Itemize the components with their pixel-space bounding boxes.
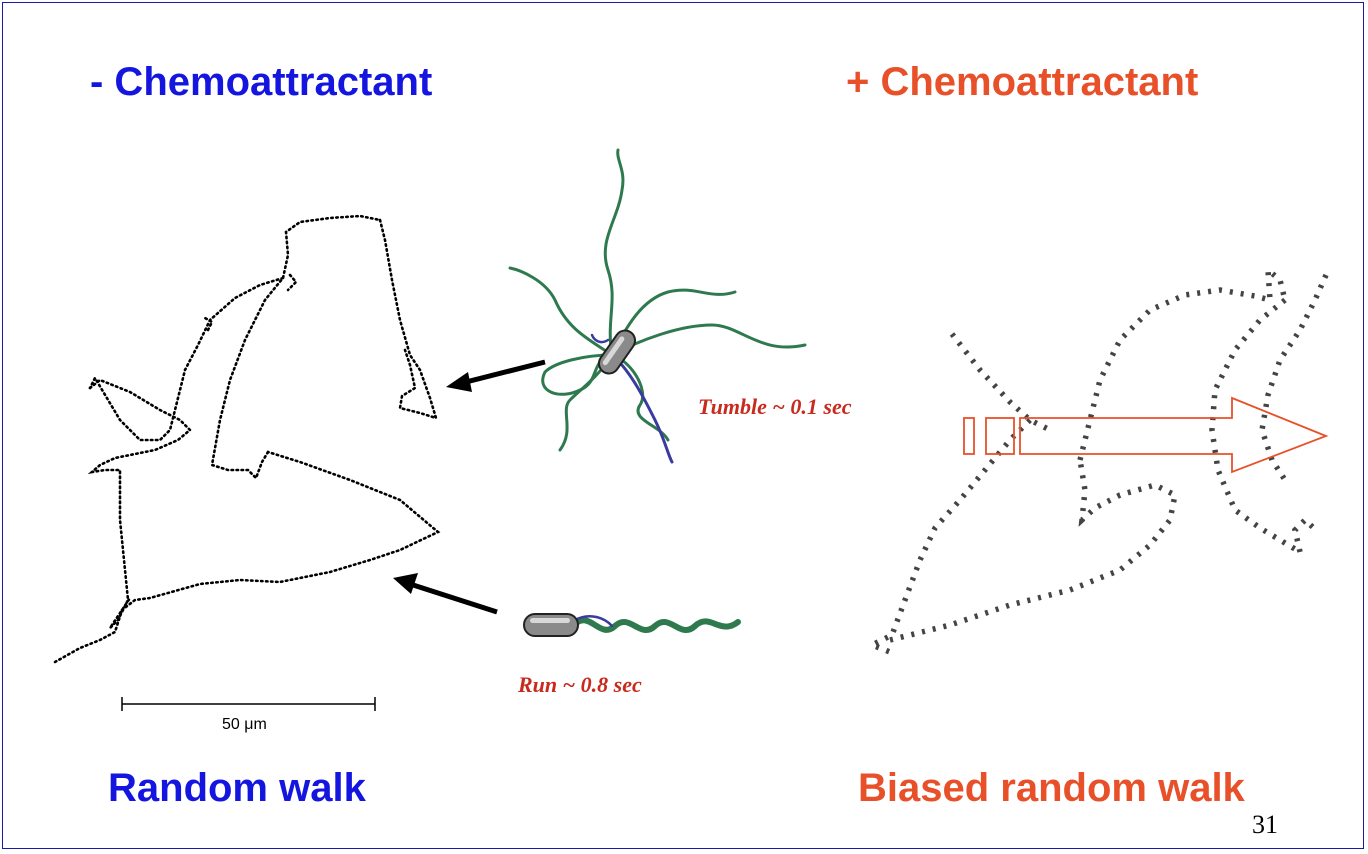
title-minus-chemoattractant: - Chemoattractant: [90, 60, 433, 104]
arrow-tumble-to-walk: [446, 359, 546, 392]
tumble-label: Tumble ~ 0.1 sec: [698, 394, 852, 419]
run-label: Run ~ 0.8 sec: [518, 672, 642, 697]
flagellum: [610, 323, 807, 357]
caption-random-walk: Random walk: [108, 766, 366, 810]
scale-bar-label: 50 μm: [222, 716, 267, 733]
flagellum: [508, 266, 614, 357]
arrow-run-to-walk: [393, 573, 498, 615]
flagellum: [610, 353, 670, 442]
flagellum-purple: [590, 333, 610, 344]
random-walk-trace: [53, 214, 441, 664]
title-plus-chemoattractant: + Chemoattractant: [846, 60, 1199, 104]
caption-biased-random-walk: Biased random walk: [858, 766, 1245, 810]
flagellum: [603, 148, 625, 357]
tumble-bacterium-illustration: [508, 148, 807, 464]
bias-direction-arrow: [963, 396, 1329, 474]
run-bacterium-illustration: [523, 613, 741, 637]
bacterium-body: [523, 613, 579, 637]
flagellum: [541, 353, 614, 396]
flagellum-purple: [610, 353, 674, 464]
biased-walk-trace: [865, 263, 1329, 655]
flagellum: [558, 353, 614, 452]
scale-bar: [121, 697, 376, 711]
page-number: 31: [1252, 810, 1278, 839]
